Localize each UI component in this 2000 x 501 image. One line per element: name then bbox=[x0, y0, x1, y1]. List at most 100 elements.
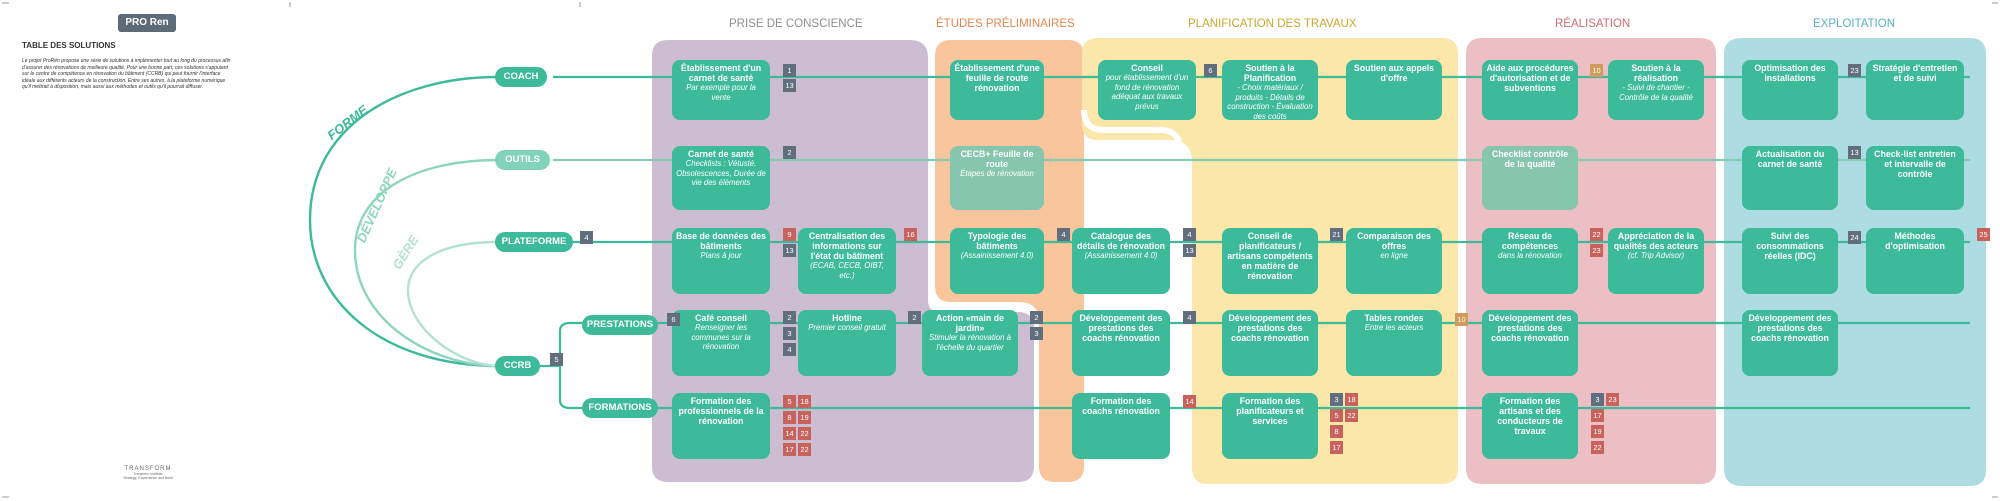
reference-badge: 4 bbox=[1183, 228, 1196, 241]
solution-box-title: Action «main de jardin» bbox=[936, 313, 1004, 333]
solution-box-title: Base de données des bâtiments bbox=[676, 231, 766, 251]
solution-box-subtitle: (Assainissement 4.0) bbox=[960, 251, 1034, 260]
reference-badge: 2 bbox=[783, 146, 796, 159]
reference-badge: 22 bbox=[1345, 409, 1358, 422]
reference-badge: 19 bbox=[1591, 425, 1604, 438]
reference-badge: 3 bbox=[1591, 393, 1604, 406]
solution-box: Typologie des bâtiments(Assainissement 4… bbox=[950, 228, 1044, 294]
intro-text: Le projet ProRén propose une série de so… bbox=[22, 58, 231, 90]
solution-box-title: Développement des prestations des coachs… bbox=[1079, 313, 1163, 343]
solution-box-title: Soutien aux appels d'offre bbox=[1353, 63, 1435, 83]
solution-box: Action «main de jardin»Stimuler la rénov… bbox=[922, 310, 1018, 376]
reference-badge: 23 bbox=[1848, 64, 1861, 77]
reference-badge: 8 bbox=[1330, 425, 1343, 438]
row-pill-formations: FORMATIONS bbox=[582, 398, 658, 418]
reference-badge: 8 bbox=[783, 411, 796, 424]
reference-badge: 2 bbox=[783, 311, 796, 324]
solution-box-title: Carnet de santé bbox=[688, 149, 754, 159]
solution-box: Formation des coachs rénovation bbox=[1072, 393, 1170, 459]
solution-box-title: Catalogue des détails de rénovation bbox=[1077, 231, 1165, 251]
solution-box: Formation des professionnels de la rénov… bbox=[672, 393, 770, 459]
solution-box: Conseil de planificateurs / artisans com… bbox=[1222, 228, 1318, 294]
solution-box: Développement des prestations des coachs… bbox=[1742, 310, 1838, 376]
solution-box-title: Conseil de planificateurs / artisans com… bbox=[1227, 231, 1313, 281]
solution-box-title: Café conseil bbox=[695, 313, 747, 323]
solution-box: Établissement d'une feuille de route rén… bbox=[950, 60, 1044, 120]
reference-badge: 16 bbox=[904, 228, 917, 241]
solution-box: Checklist contrôle de la qualité bbox=[1482, 146, 1578, 210]
solution-box-subtitle: pour établissement d'un fond de rénovati… bbox=[1105, 73, 1189, 111]
solution-box-subtitle: Par exemple pour la vente bbox=[686, 83, 756, 102]
reference-badge: 21 bbox=[1330, 228, 1343, 241]
solution-box-title: Développement des prestations des coachs… bbox=[1748, 313, 1832, 343]
reference-badge: 18 bbox=[798, 395, 811, 408]
solution-box-subtitle: Renseigner les communes sur la rénovatio… bbox=[691, 323, 751, 351]
solution-box-title: Établissement d'une feuille de route rén… bbox=[954, 63, 1040, 93]
solution-box: Soutien aux appels d'offre bbox=[1346, 60, 1442, 120]
solution-box-title: Typologie des bâtiments bbox=[967, 231, 1027, 251]
solution-box: Développement des prestations des coachs… bbox=[1222, 310, 1318, 376]
row-pill-plateforme: PLATEFORME bbox=[495, 232, 573, 252]
intro-title: TABLE DES SOLUTIONS bbox=[22, 41, 116, 50]
reference-badge: 1 bbox=[783, 64, 796, 77]
row-pill-outils: OUTILS bbox=[495, 150, 550, 170]
solution-box-subtitle: (Assainissement 4.0) bbox=[1084, 251, 1158, 260]
solution-box-title: Soutien à la Planification bbox=[1243, 63, 1297, 83]
reference-badge: 22 bbox=[1591, 441, 1604, 454]
ccrb-branch bbox=[538, 321, 590, 410]
solution-box: Formation des artisans et des conducteur… bbox=[1482, 393, 1578, 459]
footer-line-1: Transform Institute bbox=[133, 472, 163, 476]
reference-badge: 19 bbox=[798, 411, 811, 424]
solution-box-title: Stratégie d'entretien et de suivi bbox=[1872, 63, 1958, 83]
reference-badge: 3 bbox=[1330, 393, 1343, 406]
reference-badge: 5 bbox=[783, 395, 796, 408]
reference-badge: 5 bbox=[1330, 409, 1343, 422]
solution-box-title: Optimisation des installations bbox=[1754, 63, 1826, 83]
reference-badge: 18 bbox=[1345, 393, 1358, 406]
reference-badge: 25 bbox=[1977, 228, 1990, 241]
solution-box-title: Suivi des consommations réelles (IDC) bbox=[1756, 231, 1824, 261]
reference-badge: 4 bbox=[1057, 228, 1070, 241]
reference-badge: 23 bbox=[1590, 244, 1603, 257]
solution-box: Suivi des consommations réelles (IDC) bbox=[1742, 228, 1838, 294]
solution-box-subtitle: (cf. Trip Advisor) bbox=[1627, 251, 1685, 260]
reference-badge: 14 bbox=[783, 427, 796, 440]
solution-box-title: Méthodes d'optimisation bbox=[1885, 231, 1945, 251]
phase-header-prelim: ÉTUDES PRÉLIMINAIRES bbox=[936, 18, 1075, 30]
curve-gere bbox=[406, 240, 501, 368]
solution-box: Développement des prestations des coachs… bbox=[1072, 310, 1170, 376]
reference-badge: 2 bbox=[908, 311, 921, 324]
reference-badge: 17 bbox=[1591, 409, 1604, 422]
solution-box: Stratégie d'entretien et de suivi bbox=[1866, 60, 1964, 120]
reference-badge: 4 bbox=[580, 231, 593, 244]
footer-line-2: Strategy, Governance and Build bbox=[123, 476, 173, 480]
solution-box-title: Formation des coachs rénovation bbox=[1082, 396, 1160, 416]
reference-badge: 4 bbox=[1183, 311, 1196, 324]
solution-box-subtitle: (ECAB, CECB, OIBT, etc.) bbox=[810, 261, 884, 280]
phase-header-real: RÉALISATION bbox=[1555, 18, 1631, 30]
solution-box: Appréciation de la qualités des acteurs(… bbox=[1608, 228, 1704, 294]
reference-badge: 10 bbox=[1455, 313, 1468, 326]
phase-header-plan: PLANIFICATION DES TRAVAUX bbox=[1188, 18, 1357, 30]
reference-badge: 13 bbox=[1848, 146, 1861, 159]
reference-badge: 13 bbox=[783, 79, 796, 92]
reference-badge: 13 bbox=[1183, 244, 1196, 257]
solution-box: Développement des prestations des coachs… bbox=[1482, 310, 1578, 376]
reference-badge: 17 bbox=[783, 443, 796, 456]
reference-badge: 14 bbox=[1183, 395, 1196, 408]
solution-box-title: Formation des artisans et des conducteur… bbox=[1497, 396, 1563, 436]
curve-developpe bbox=[353, 158, 501, 368]
solution-box-subtitle: Plans à jour bbox=[700, 251, 742, 260]
proren-logo: PRO Ren bbox=[118, 14, 176, 32]
solution-box: Check-list entretien et intervalle de co… bbox=[1866, 146, 1964, 210]
solution-box-title: Centralisation des informations sur l'ét… bbox=[808, 231, 886, 261]
reference-badge: 3 bbox=[1030, 327, 1043, 340]
